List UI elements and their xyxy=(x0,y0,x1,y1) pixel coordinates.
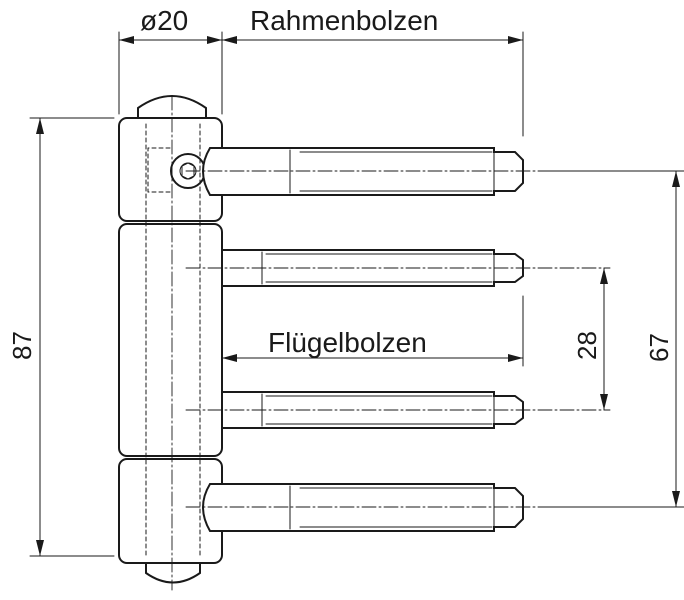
dimension-frame-bolts: Rahmenbolzen xyxy=(221,5,524,137)
dimension-outer-spacing: 67 xyxy=(544,170,684,508)
hidden-bore xyxy=(147,147,171,193)
leaf-bolt-lower xyxy=(185,391,611,429)
bottom-cap xyxy=(145,562,201,584)
dimension-diameter: ø20 xyxy=(118,5,223,115)
hinge-barrel xyxy=(118,95,223,591)
dimension-inner-spacing: 28 xyxy=(572,267,608,411)
inner-spacing-value: 28 xyxy=(572,331,602,360)
frame-bolts-label: Rahmenbolzen xyxy=(250,5,438,36)
frame-bolt-top xyxy=(185,147,546,196)
leaf-bolt-upper xyxy=(185,249,611,287)
dimension-overall-height: 87 xyxy=(7,117,115,557)
set-screw-hex xyxy=(181,162,195,180)
overall-height-value: 87 xyxy=(7,331,37,360)
leaf-bolts-label: Flügelbolzen xyxy=(268,327,427,358)
dimension-leaf-bolts: Flügelbolzen xyxy=(221,295,524,367)
outer-spacing-value: 67 xyxy=(644,333,674,362)
frame-bolt-bottom xyxy=(185,483,546,532)
diameter-label: ø20 xyxy=(140,5,188,36)
middle-knuckle xyxy=(118,223,223,457)
